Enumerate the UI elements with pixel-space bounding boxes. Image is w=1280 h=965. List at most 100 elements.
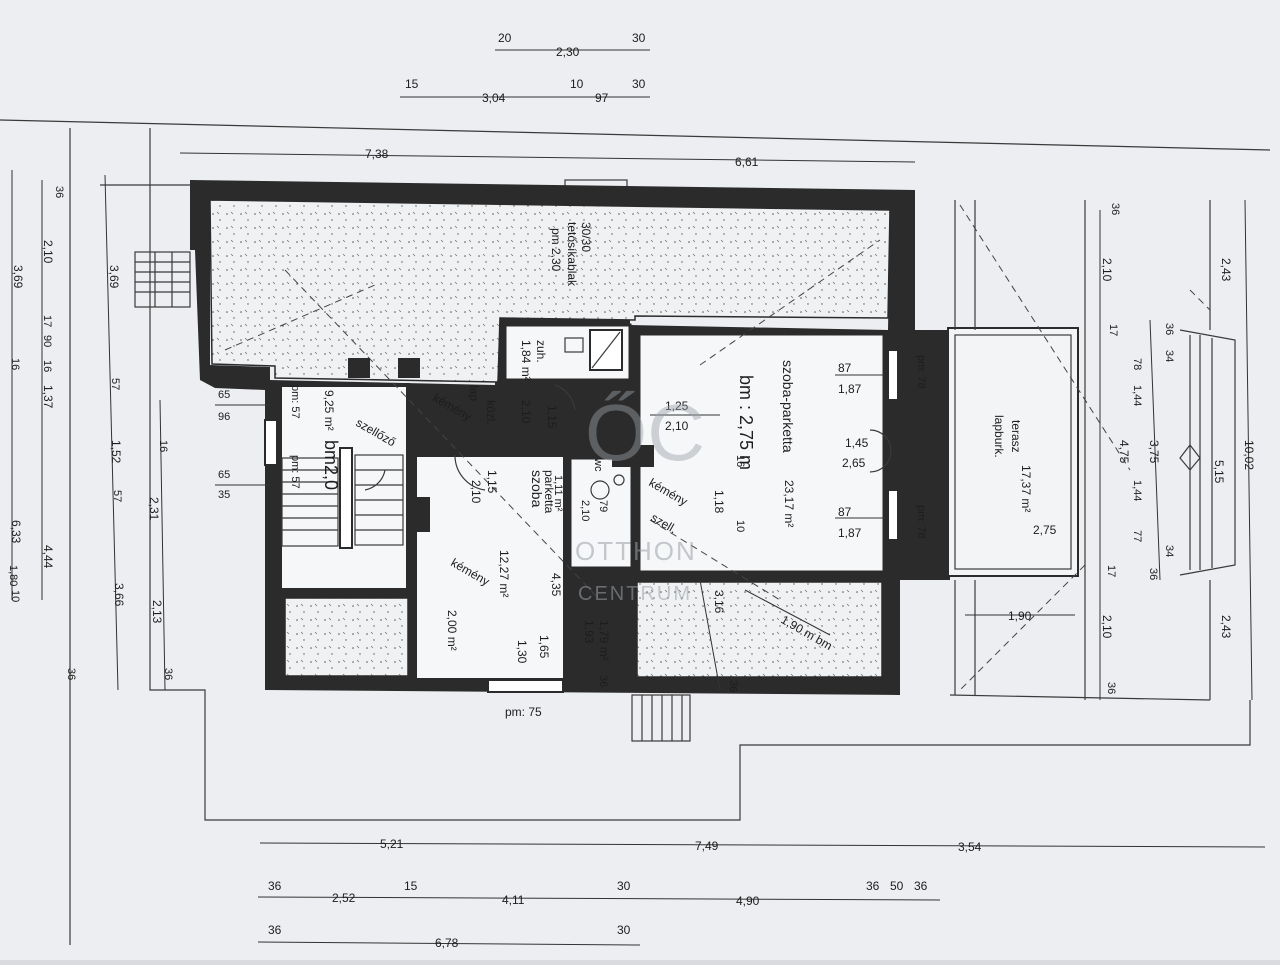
- svg-text:36: 36: [1147, 568, 1159, 580]
- svg-text:36: 36: [65, 668, 77, 680]
- svg-text:2,10: 2,10: [579, 500, 591, 521]
- chimney-5: [632, 445, 654, 467]
- svg-text:1,80: 1,80: [7, 565, 19, 586]
- dimension-lines: [11, 49, 1266, 946]
- skylight-label: tetősíkablak: [565, 222, 579, 287]
- svg-text:2,10: 2,10: [41, 240, 55, 264]
- pm57-bottom: pm: 57: [289, 455, 301, 489]
- svg-text:6,78: 6,78: [435, 936, 459, 950]
- svg-text:2,75: 2,75: [1033, 523, 1057, 537]
- outside-stairs-left: [134, 251, 191, 308]
- svg-text:3,75: 3,75: [1147, 440, 1161, 464]
- svg-text:65: 65: [218, 469, 230, 481]
- pm75-label: pm: 75: [505, 705, 542, 719]
- svg-text:90: 90: [41, 335, 53, 347]
- svg-text:36: 36: [597, 675, 609, 687]
- window-labels: pm: 57 pm: 57 pm: 75 pm: 78 pm: 78: [289, 355, 927, 719]
- svg-text:2,65: 2,65: [842, 456, 866, 470]
- svg-text:2,10: 2,10: [1100, 615, 1114, 639]
- svg-text:1,44: 1,44: [1131, 480, 1143, 501]
- svg-text:96: 96: [218, 411, 230, 423]
- chimney-3: [408, 497, 430, 532]
- svg-text:2,10: 2,10: [469, 480, 483, 504]
- svg-text:87: 87: [838, 505, 852, 519]
- svg-text:65: 65: [218, 389, 230, 401]
- svg-text:10,02: 10,02: [1242, 440, 1256, 470]
- svg-text:1,15: 1,15: [485, 470, 499, 494]
- staircase: [281, 447, 404, 549]
- main-room: [635, 330, 888, 576]
- svg-text:36: 36: [268, 923, 282, 937]
- small-room: [413, 453, 567, 682]
- svg-text:6,61: 6,61: [735, 155, 759, 169]
- svg-text:1,90: 1,90: [1008, 609, 1032, 623]
- door-swing-room: [454, 454, 486, 491]
- watermark-line1: OTTHON: [575, 536, 697, 566]
- svg-text:87: 87: [838, 361, 852, 375]
- main-room-height: bm : 2,75 m: [736, 375, 756, 470]
- svg-text:2,43: 2,43: [1219, 615, 1233, 639]
- svg-text:30: 30: [617, 879, 631, 893]
- outside-stairs-bottom: [631, 694, 691, 742]
- top-dimensions: 20 2,30 30 15 3,04 10 97 30 7,38 6,61: [365, 31, 759, 169]
- svg-text:1,87: 1,87: [838, 526, 862, 540]
- window-bottom: [487, 679, 564, 693]
- skylight-size: 30/30: [579, 222, 593, 252]
- door-swing-terrace: [869, 429, 892, 473]
- door-swing-shower: [554, 384, 576, 411]
- svg-text:4,11: 4,11: [502, 893, 525, 907]
- watermark-line2: CENTRUM: [578, 583, 692, 605]
- svg-text:7,38: 7,38: [365, 147, 389, 161]
- svg-text:3,54: 3,54: [958, 840, 982, 854]
- svg-text:6,33: 6,33: [9, 520, 23, 544]
- main-room-area: 23,17 m²: [782, 480, 796, 527]
- chimney-2: [398, 358, 420, 378]
- terrace-name: terasz: [1009, 420, 1023, 453]
- small-room-name: szoba: [529, 470, 545, 508]
- svg-text:1,52: 1,52: [109, 440, 123, 464]
- svg-text:3,16: 3,16: [712, 590, 726, 614]
- pm57-top: pm: 57: [289, 385, 301, 419]
- svg-text:36: 36: [1105, 682, 1117, 694]
- svg-text:34: 34: [1163, 545, 1175, 557]
- door-swing-bath: [364, 469, 386, 491]
- svg-text:15: 15: [405, 77, 419, 91]
- svg-text:16: 16: [9, 358, 21, 370]
- skylight-pm: pm 2,30: [549, 228, 563, 272]
- svg-text:3,66: 3,66: [112, 583, 126, 607]
- store-area: 2,00 m²: [445, 610, 459, 651]
- svg-text:17: 17: [1105, 565, 1117, 577]
- hall-label: közl.: [484, 400, 498, 425]
- svg-text:57: 57: [109, 378, 121, 390]
- terrace-area: 17,37 m²: [1019, 465, 1033, 512]
- svg-text:3,04: 3,04: [482, 91, 506, 105]
- window-right-top: [887, 349, 899, 401]
- low-attic-left: [284, 597, 409, 677]
- svg-text:2,10: 2,10: [1100, 258, 1114, 282]
- terrace-floor: lapburk.: [992, 415, 1006, 458]
- svg-text:97: 97: [595, 91, 609, 105]
- shower-label: zuh.: [534, 340, 548, 363]
- svg-text:4,44: 4,44: [41, 545, 55, 569]
- svg-text:20: 20: [498, 31, 512, 45]
- svg-text:36: 36: [268, 879, 282, 893]
- svg-text:30: 30: [617, 923, 631, 937]
- svg-text:17: 17: [1107, 324, 1119, 336]
- svg-text:10: 10: [570, 77, 584, 91]
- chimney-4: [612, 445, 634, 467]
- svg-text:36: 36: [53, 186, 65, 198]
- pm78-bottom: pm: 78: [915, 505, 927, 539]
- window-right-bottom: [887, 489, 899, 541]
- svg-text:16: 16: [41, 360, 53, 372]
- terrace: [947, 327, 1079, 577]
- svg-text:2,30: 2,30: [556, 45, 580, 59]
- svg-text:36: 36: [866, 879, 880, 893]
- left-dimensions: 36 2,10 3,69 17 90 1,37 16 3,69 57 1,52 …: [7, 186, 174, 680]
- svg-text:7,49: 7,49: [695, 839, 719, 853]
- svg-text:79: 79: [597, 500, 609, 512]
- right-dimensions: 36 2,10 2,43 17 36 34 78 1,44 3,75 4,75 …: [1008, 203, 1256, 694]
- svg-text:17: 17: [41, 315, 53, 327]
- small-room-area: 12,27 m²: [497, 550, 511, 597]
